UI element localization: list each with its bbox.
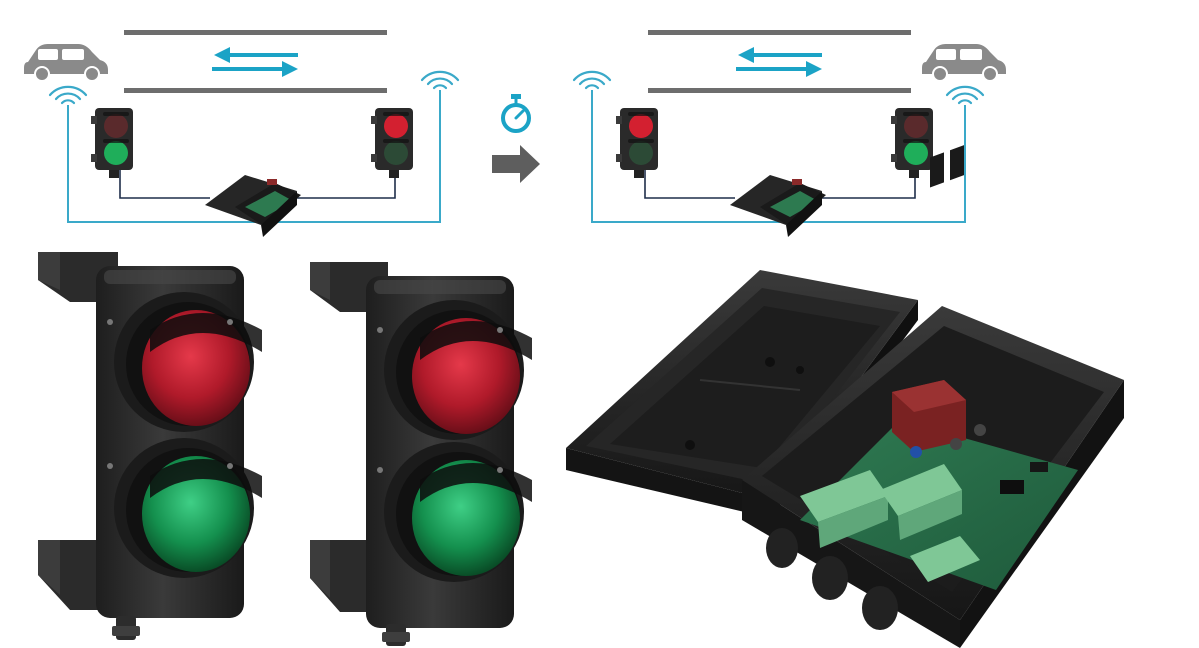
diagram-right	[572, 30, 1006, 237]
red-lamp	[629, 114, 653, 138]
light-bracket	[91, 116, 97, 124]
lamp-visor	[628, 112, 654, 116]
traffic-light-small-left	[616, 108, 658, 178]
red-lamp	[104, 114, 128, 138]
lamp-visor	[628, 139, 654, 143]
car-icon	[922, 44, 1006, 82]
light-bracket	[891, 116, 897, 124]
wireless-signal-icon	[945, 85, 985, 105]
two-way-arrows-icon	[212, 47, 298, 77]
green-lamp	[384, 141, 408, 165]
signal-wire-left	[644, 170, 735, 199]
light-bracket	[891, 154, 897, 162]
wireless-signal-icon	[572, 70, 612, 90]
traffic-light-small-right	[371, 108, 413, 178]
green-lamp	[104, 141, 128, 165]
lamp-visor	[903, 112, 929, 116]
traffic-light-large	[38, 252, 262, 640]
cable-gland	[909, 170, 919, 178]
lamp-visor	[383, 112, 409, 116]
signal-wire-right	[292, 170, 396, 199]
road-bottom	[648, 88, 911, 93]
lamp-visor	[103, 139, 129, 143]
signal-wire-left	[119, 170, 210, 199]
two-way-arrows-icon	[736, 47, 822, 77]
traffic-light-small-right	[891, 108, 933, 178]
green-lamp	[904, 141, 928, 165]
red-lamp	[384, 114, 408, 138]
lamp-visor	[103, 112, 129, 116]
traffic-light-large	[310, 262, 532, 646]
road-top	[124, 30, 387, 35]
light-bracket	[616, 154, 622, 162]
control-box-large	[566, 145, 1124, 648]
light-bracket	[371, 116, 377, 124]
wireless-signal-icon	[48, 85, 88, 105]
signal-wire-right	[818, 170, 916, 199]
green-lamp	[629, 141, 653, 165]
cable-gland	[109, 170, 119, 178]
road-top	[648, 30, 911, 35]
car-icon	[24, 44, 108, 82]
cable-gland	[634, 170, 644, 178]
wireless-signal-icon	[420, 70, 460, 90]
stopwatch-icon	[501, 94, 531, 133]
control-box-small	[205, 175, 301, 237]
lamp-visor	[903, 139, 929, 143]
diagram-left	[24, 30, 460, 237]
arrow-right-icon	[492, 145, 540, 183]
control-box-small	[730, 175, 826, 237]
cable-gland	[389, 170, 399, 178]
road-bottom	[124, 88, 387, 93]
light-bracket	[91, 154, 97, 162]
lamp-visor	[383, 139, 409, 143]
light-bracket	[616, 116, 622, 124]
red-lamp	[904, 114, 928, 138]
traffic-light-small-left	[91, 108, 133, 178]
light-bracket	[371, 154, 377, 162]
